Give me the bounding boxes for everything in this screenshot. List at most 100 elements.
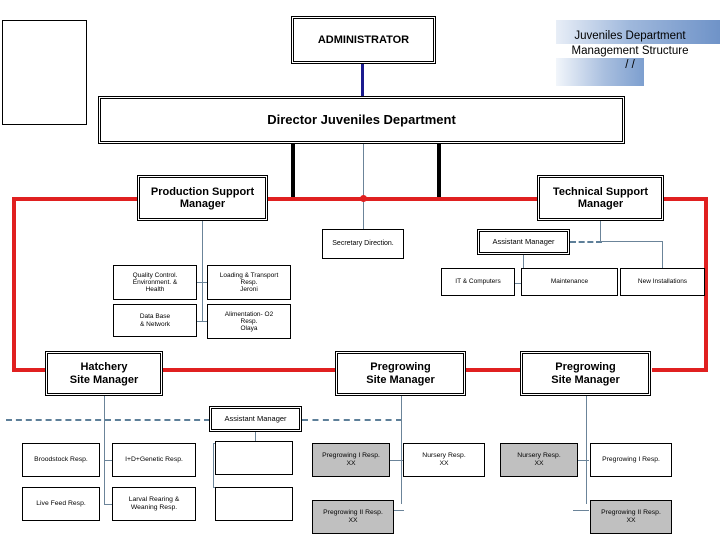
- title-line-3: / /: [625, 59, 635, 71]
- pregrowing-a-child-pregrowing-1[interactable]: Pregrowing I Resp. XX: [312, 443, 390, 477]
- pregrowing-b-child-pregrowing-1[interactable]: Pregrowing I Resp.: [590, 443, 672, 477]
- broodstock-label: Broodstock Resp.: [34, 456, 88, 464]
- title-gradient-bottom: [556, 58, 644, 86]
- pregrowing-b-rail-2: [573, 510, 589, 511]
- director-stem-right: [437, 144, 441, 199]
- pregrowing-a-2-line2: XX: [348, 517, 358, 524]
- production-child-database-network[interactable]: Data Base & Network: [113, 304, 197, 337]
- red-junction-dot: [360, 195, 367, 202]
- pregrowing-b-site-manager-box[interactable]: Pregrowing Site Manager: [520, 351, 656, 401]
- quality-control-line1: Quality Control.: [132, 271, 178, 279]
- production-child-loading-transport[interactable]: Loading & Transport Resp. Jeroni: [207, 265, 291, 300]
- hatchery-stem: [104, 396, 105, 504]
- pregrowing-a-nursery-line2: XX: [439, 460, 449, 467]
- pregrowing-a-child-nursery[interactable]: Nursery Resp. XX: [403, 443, 485, 477]
- technical-child-it-computers[interactable]: IT & Computers: [441, 268, 515, 296]
- red-backbone-bottom-right: [652, 368, 708, 372]
- pregrowing-b-nursery-line1: Nursery Resp.: [517, 452, 561, 460]
- larval-rearing-line1: Larval Rearing &: [128, 496, 180, 504]
- hatchery-blank-box-1[interactable]: [215, 441, 293, 475]
- pregrowing-a-site-manager-line1: Pregrowing: [370, 361, 431, 374]
- larval-rearing-line2: Weaning Resp.: [130, 504, 178, 511]
- assistant-manager-technical-dashed: [570, 241, 602, 243]
- database-network-line1: Data Base: [139, 313, 171, 321]
- technical-to-assistant-stem: [600, 221, 601, 242]
- technical-children-rail-right: [600, 241, 663, 242]
- director-box[interactable]: Director Juveniles Department: [98, 96, 630, 149]
- director-stem-left: [291, 144, 295, 199]
- pregrowing-a-site-manager-box[interactable]: Pregrowing Site Manager: [335, 351, 471, 401]
- technical-support-manager-line2: Manager: [577, 198, 624, 210]
- production-children-rail-2: [195, 321, 211, 322]
- hatchery-blank-box-2[interactable]: [215, 487, 293, 521]
- pregrowing-a-1-line1: Pregrowing I Resp.: [322, 452, 380, 460]
- assistant-manager-bottom-rail-left: [6, 419, 210, 421]
- director-label: Director Juveniles Department: [267, 111, 456, 127]
- hatchery-site-manager-box[interactable]: Hatchery Site Manager: [45, 351, 168, 401]
- production-support-manager-line1: Production Support: [150, 185, 255, 198]
- pregrowing-a-rail-2: [388, 510, 404, 511]
- pregrowing-b-child-nursery[interactable]: Nursery Resp. XX: [500, 443, 578, 477]
- technical-children-stem: [523, 255, 524, 269]
- pregrowing-b-child-pregrowing-2[interactable]: Pregrowing II Resp. XX: [590, 500, 672, 534]
- pregrowing-b-site-manager-line2: Site Manager: [551, 373, 620, 386]
- pregrowing-b-site-manager-line1: Pregrowing: [555, 361, 616, 374]
- red-backbone-left-vertical: [12, 197, 16, 372]
- hatchery-child-broodstock[interactable]: Broodstock Resp.: [22, 443, 100, 477]
- production-child-alimentation-o2[interactable]: Alimentation- O2 Resp. Olaya: [207, 304, 291, 339]
- red-backbone-top-left: [12, 197, 138, 201]
- assistant-manager-hatchery-label: Assistant Manager: [224, 413, 287, 423]
- hatchery-child-id-genetic[interactable]: I+D+Genetic Resp.: [112, 443, 196, 477]
- technical-child-new-installations[interactable]: New Installations: [620, 268, 705, 296]
- quality-control-line2: Environment. &: [132, 278, 178, 286]
- blank-box-top-left[interactable]: [2, 20, 87, 125]
- title-line-1: Juveniles Department: [574, 30, 686, 42]
- assistant-manager-bottom-rail-right: [302, 419, 402, 421]
- pregrowing-b-1-line1: Pregrowing I Resp.: [602, 456, 660, 464]
- administrator-box[interactable]: ADMINISTRATOR: [291, 16, 441, 69]
- secretary-stem: [363, 144, 364, 229]
- live-feed-label: Live Feed Resp.: [36, 500, 86, 508]
- hatchery-child-live-feed[interactable]: Live Feed Resp.: [22, 487, 100, 521]
- loading-transport-line3: Jeroni: [240, 286, 258, 294]
- new-installations-label: New Installations: [637, 278, 688, 286]
- alimentation-o2-line2: Resp.: [240, 317, 258, 325]
- production-support-manager-box[interactable]: Production Support Manager: [137, 175, 273, 226]
- production-children-rail-v: [202, 268, 203, 322]
- pregrowing-b-rail-1: [573, 460, 589, 461]
- assistant-manager-technical-box[interactable]: Assistant Manager: [477, 229, 570, 255]
- red-backbone-right-vertical: [704, 197, 708, 372]
- red-backbone-bottom-left: [12, 368, 48, 372]
- pregrowing-b-stem: [586, 396, 587, 504]
- pregrowing-a-nursery-line1: Nursery Resp.: [422, 452, 466, 460]
- pregrowing-a-child-pregrowing-2[interactable]: Pregrowing II Resp. XX: [312, 500, 394, 534]
- assistant-manager-hatchery-box[interactable]: Assistant Manager: [209, 406, 302, 432]
- pregrowing-b-2-line1: Pregrowing II Resp.: [601, 509, 661, 517]
- pregrowing-b-2-line2: XX: [626, 517, 636, 524]
- page-title: Juveniles Department Management Structur…: [540, 29, 720, 73]
- production-children-stem: [202, 221, 203, 268]
- secretary-direction-label: Secretary Direction.: [332, 240, 394, 248]
- production-children-rail: [195, 282, 211, 283]
- technical-support-manager-box[interactable]: Technical Support Manager: [537, 175, 669, 226]
- red-backbone-top-right: [662, 197, 708, 201]
- technical-support-manager-line1: Technical Support: [552, 185, 649, 198]
- red-backbone-bottom-mid-1: [124, 368, 337, 372]
- assistant-manager-blank-rail-v: [213, 443, 214, 487]
- red-backbone-top-mid: [265, 197, 540, 201]
- production-child-quality-control[interactable]: Quality Control. Environment. & Health: [113, 265, 197, 300]
- id-genetic-label: I+D+Genetic Resp.: [125, 456, 183, 464]
- it-computers-label: IT & Computers: [455, 278, 501, 286]
- hatchery-site-manager-line1: Hatchery: [80, 361, 128, 374]
- loading-transport-line2: Resp.: [240, 278, 258, 286]
- loading-transport-line1: Loading & Transport: [219, 271, 279, 279]
- assistant-manager-technical-label: Assistant Manager: [492, 236, 555, 246]
- technical-child-maintenance[interactable]: Maintenance: [521, 268, 618, 296]
- quality-control-line3: Health: [145, 286, 165, 294]
- red-backbone-bottom-mid-2: [466, 368, 520, 372]
- hatchery-child-larval-rearing[interactable]: Larval Rearing & Weaning Resp.: [112, 487, 196, 521]
- pregrowing-a-1-line2: XX: [346, 460, 356, 467]
- secretary-direction-box[interactable]: Secretary Direction.: [322, 229, 404, 259]
- production-support-manager-line2: Manager: [179, 198, 226, 210]
